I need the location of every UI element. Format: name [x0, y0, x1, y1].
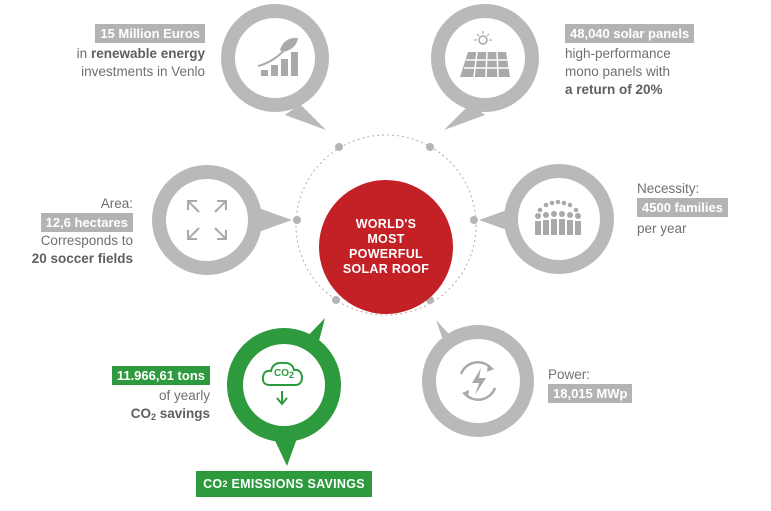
area-bubble — [152, 165, 292, 275]
center-title-line: WORLD'S — [355, 217, 417, 231]
ring-dot — [332, 296, 340, 304]
renewable-energy-icon — [459, 361, 497, 401]
center-title-line: SOLAR ROOF — [342, 262, 430, 276]
panels-badge: 48,040 solar panels — [565, 24, 695, 43]
area-badge: 12,6 hectares — [40, 213, 133, 232]
solar-panel-icon — [460, 31, 510, 78]
necessity-text: Necessity: 4500 families per year — [637, 180, 767, 238]
co2-text: 11.966,61 tons of yearly CO2 savings — [50, 366, 210, 426]
center-title-line: MOST — [367, 232, 405, 246]
center-title: WORLD'S MOST POWERFUL SOLAR ROOF — [319, 180, 453, 314]
center-title-line: POWERFUL — [349, 247, 423, 261]
ring-dot — [426, 143, 434, 151]
center-circle — [319, 180, 453, 314]
power-text: Power: 18,015 MWp — [548, 366, 698, 403]
ring-dot — [293, 216, 301, 224]
ring-dot — [470, 216, 478, 224]
necessity-bubble — [479, 164, 614, 274]
dotted-ring — [295, 134, 477, 316]
investment-badge: 15 Million Euros — [95, 24, 205, 43]
people-crowd-icon — [535, 199, 581, 235]
area-text: Area: 12,6 hectares Corresponds to 20 so… — [31, 196, 133, 266]
ring-dot — [335, 143, 343, 151]
panels-text: 48,040 solar panels high-performance mon… — [565, 24, 745, 99]
co2-cloud-icon — [261, 361, 304, 406]
growth-chart-icon — [257, 37, 298, 76]
necessity-badge: 4500 families — [637, 198, 728, 217]
investment-text: 15 Million Euros in renewable energy inv… — [76, 24, 205, 79]
expand-arrows-icon — [187, 200, 227, 240]
co2-badge: 11.966,61 tons — [111, 366, 210, 385]
power-badge: 18,015 MWp — [548, 384, 633, 403]
co2-icon-label: CO2 — [273, 368, 294, 380]
co2-bubble — [227, 318, 341, 466]
